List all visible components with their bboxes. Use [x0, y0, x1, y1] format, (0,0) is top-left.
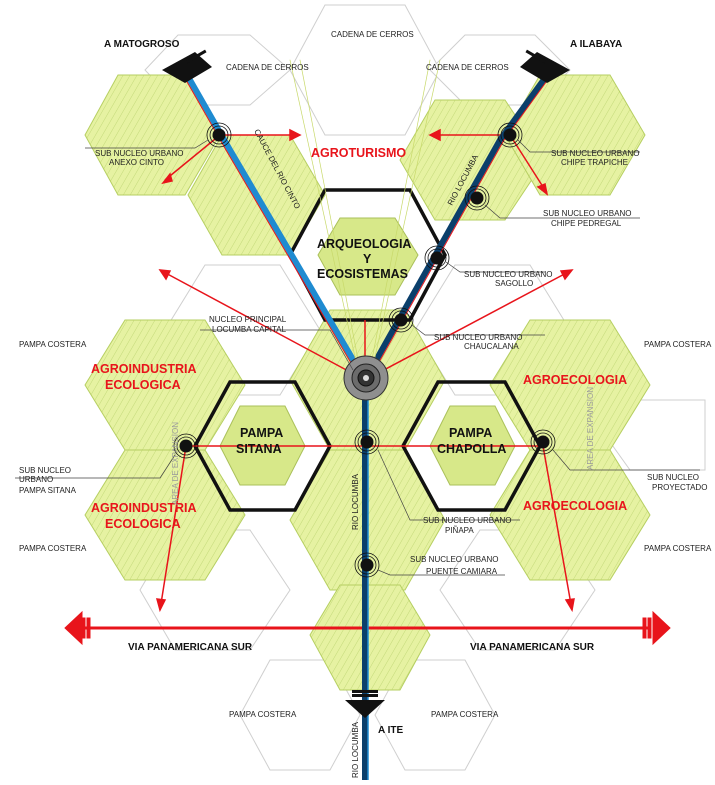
- core-arqueologia-line3: ECOSISTEMAS: [317, 267, 408, 281]
- node-principal-l2: LOCUMBA CAPITAL: [212, 325, 287, 334]
- direction-matogroso: A MATOGROSO: [104, 39, 180, 50]
- arrow-matogroso-icon: [162, 52, 212, 83]
- node-chaucalana-l2: CHAUCALANA: [464, 342, 519, 351]
- zone-agroindustria-upper-2: ECOLOGICA: [105, 378, 181, 392]
- node-chaucalana-l1: SUB NUCLEO URBANO: [434, 333, 522, 342]
- node-anexo-cinto-l1: SUB NUCLEO URBANO: [95, 149, 183, 158]
- core-chapolla-line2: CHAPOLLA: [437, 442, 506, 456]
- zone-agroecologia-upper: AGROECOLOGIA: [523, 373, 627, 387]
- node-sagollo-l2: SAGOLLO: [495, 279, 533, 288]
- expansion-left: AREA DE EXPANSION: [171, 422, 180, 505]
- arrow-ite-icon: [345, 700, 385, 718]
- zone-agroturismo: AGROTURISMO: [311, 146, 406, 160]
- cadena-left: CADENA DE CERROS: [226, 63, 309, 72]
- expansion-right: AREA DE EXPANSION: [586, 387, 595, 470]
- main-node-icon: [343, 355, 389, 401]
- node-chipe-trapiche-l2: CHIPE TRAPICHE: [561, 158, 628, 167]
- zone-agroindustria-lower-2: ECOLOGICA: [105, 517, 181, 531]
- core-sitana-line2: SITANA: [236, 442, 282, 456]
- node-chipe-trapiche-l1: SUB NUCLEO URBANO: [551, 149, 639, 158]
- core-arqueologia-line2: Y: [363, 252, 372, 266]
- node-puente-l2: PUENTE CAMIARA: [426, 567, 498, 576]
- pampa-costera-right-upper: PAMPA COSTERA: [644, 340, 712, 349]
- core-chapolla-line1: PAMPA: [449, 426, 492, 440]
- river-locumba-center: RIO LOCUMBA: [351, 473, 360, 530]
- node-pinapa-l1: SUB NUCLEO URBANO: [423, 516, 511, 525]
- cadena-right: CADENA DE CERROS: [426, 63, 509, 72]
- green-hexes: [84, 74, 651, 691]
- node-proyectado-l1: SUB NUCLEO: [647, 473, 699, 482]
- river-locumba-bottom: RIO LOCUMBA: [351, 721, 360, 778]
- node-pinapa-l2: PIÑAPA: [445, 526, 474, 535]
- cadena-top: CADENA DE CERROS: [331, 30, 414, 39]
- arrow-ilabaya-icon: [520, 52, 570, 83]
- nodes: [173, 122, 556, 578]
- node-anexo-cinto-l2: ANEXO CINTO: [109, 158, 164, 167]
- pampa-costera-right-lower: PAMPA COSTERA: [644, 544, 712, 553]
- direction-ilabaya: A ILABAYA: [570, 39, 622, 50]
- core-arqueologia-line1: ARQUEOLOGIA: [317, 237, 411, 251]
- leader-lines: [15, 139, 700, 576]
- zone-agroindustria-upper-1: AGROINDUSTRIA: [91, 362, 197, 376]
- node-principal-l1: NUCLEO PRINCIPAL: [209, 315, 287, 324]
- pampa-costera-left-lower: PAMPA COSTERA: [19, 544, 87, 553]
- pampa-costera-left-upper: PAMPA COSTERA: [19, 340, 87, 349]
- node-sitana-l3: PAMPA SITANA: [19, 486, 77, 495]
- pampa-costera-bottom-right: PAMPA COSTERA: [431, 710, 499, 719]
- pampa-costera-bottom-left: PAMPA COSTERA: [229, 710, 297, 719]
- node-chipe-pedregal-l2: CHIPE PEDREGAL: [551, 219, 622, 228]
- zone-agroindustria-lower-1: AGROINDUSTRIA: [91, 501, 197, 515]
- direction-arrows: [162, 49, 570, 718]
- highway-label-left: VIA PANAMERICANA SUR: [128, 642, 253, 653]
- direction-ite: A ITE: [378, 725, 404, 736]
- node-puente-l1: SUB NUCLEO URBANO: [410, 555, 498, 564]
- node-sagollo-l1: SUB NUCLEO URBANO: [464, 270, 552, 279]
- node-sitana-l2: URBANO: [19, 475, 53, 484]
- node-chipe-pedregal-l1: SUB NUCLEO URBANO: [543, 209, 631, 218]
- node-proyectado-l2: PROYECTADO: [652, 483, 707, 492]
- highway-label-right: VIA PANAMERICANA SUR: [470, 642, 595, 653]
- node-sitana-l1: SUB NUCLEO: [19, 466, 71, 475]
- core-sitana-line1: PAMPA: [240, 426, 283, 440]
- zone-agroecologia-lower: AGROECOLOGIA: [523, 499, 627, 513]
